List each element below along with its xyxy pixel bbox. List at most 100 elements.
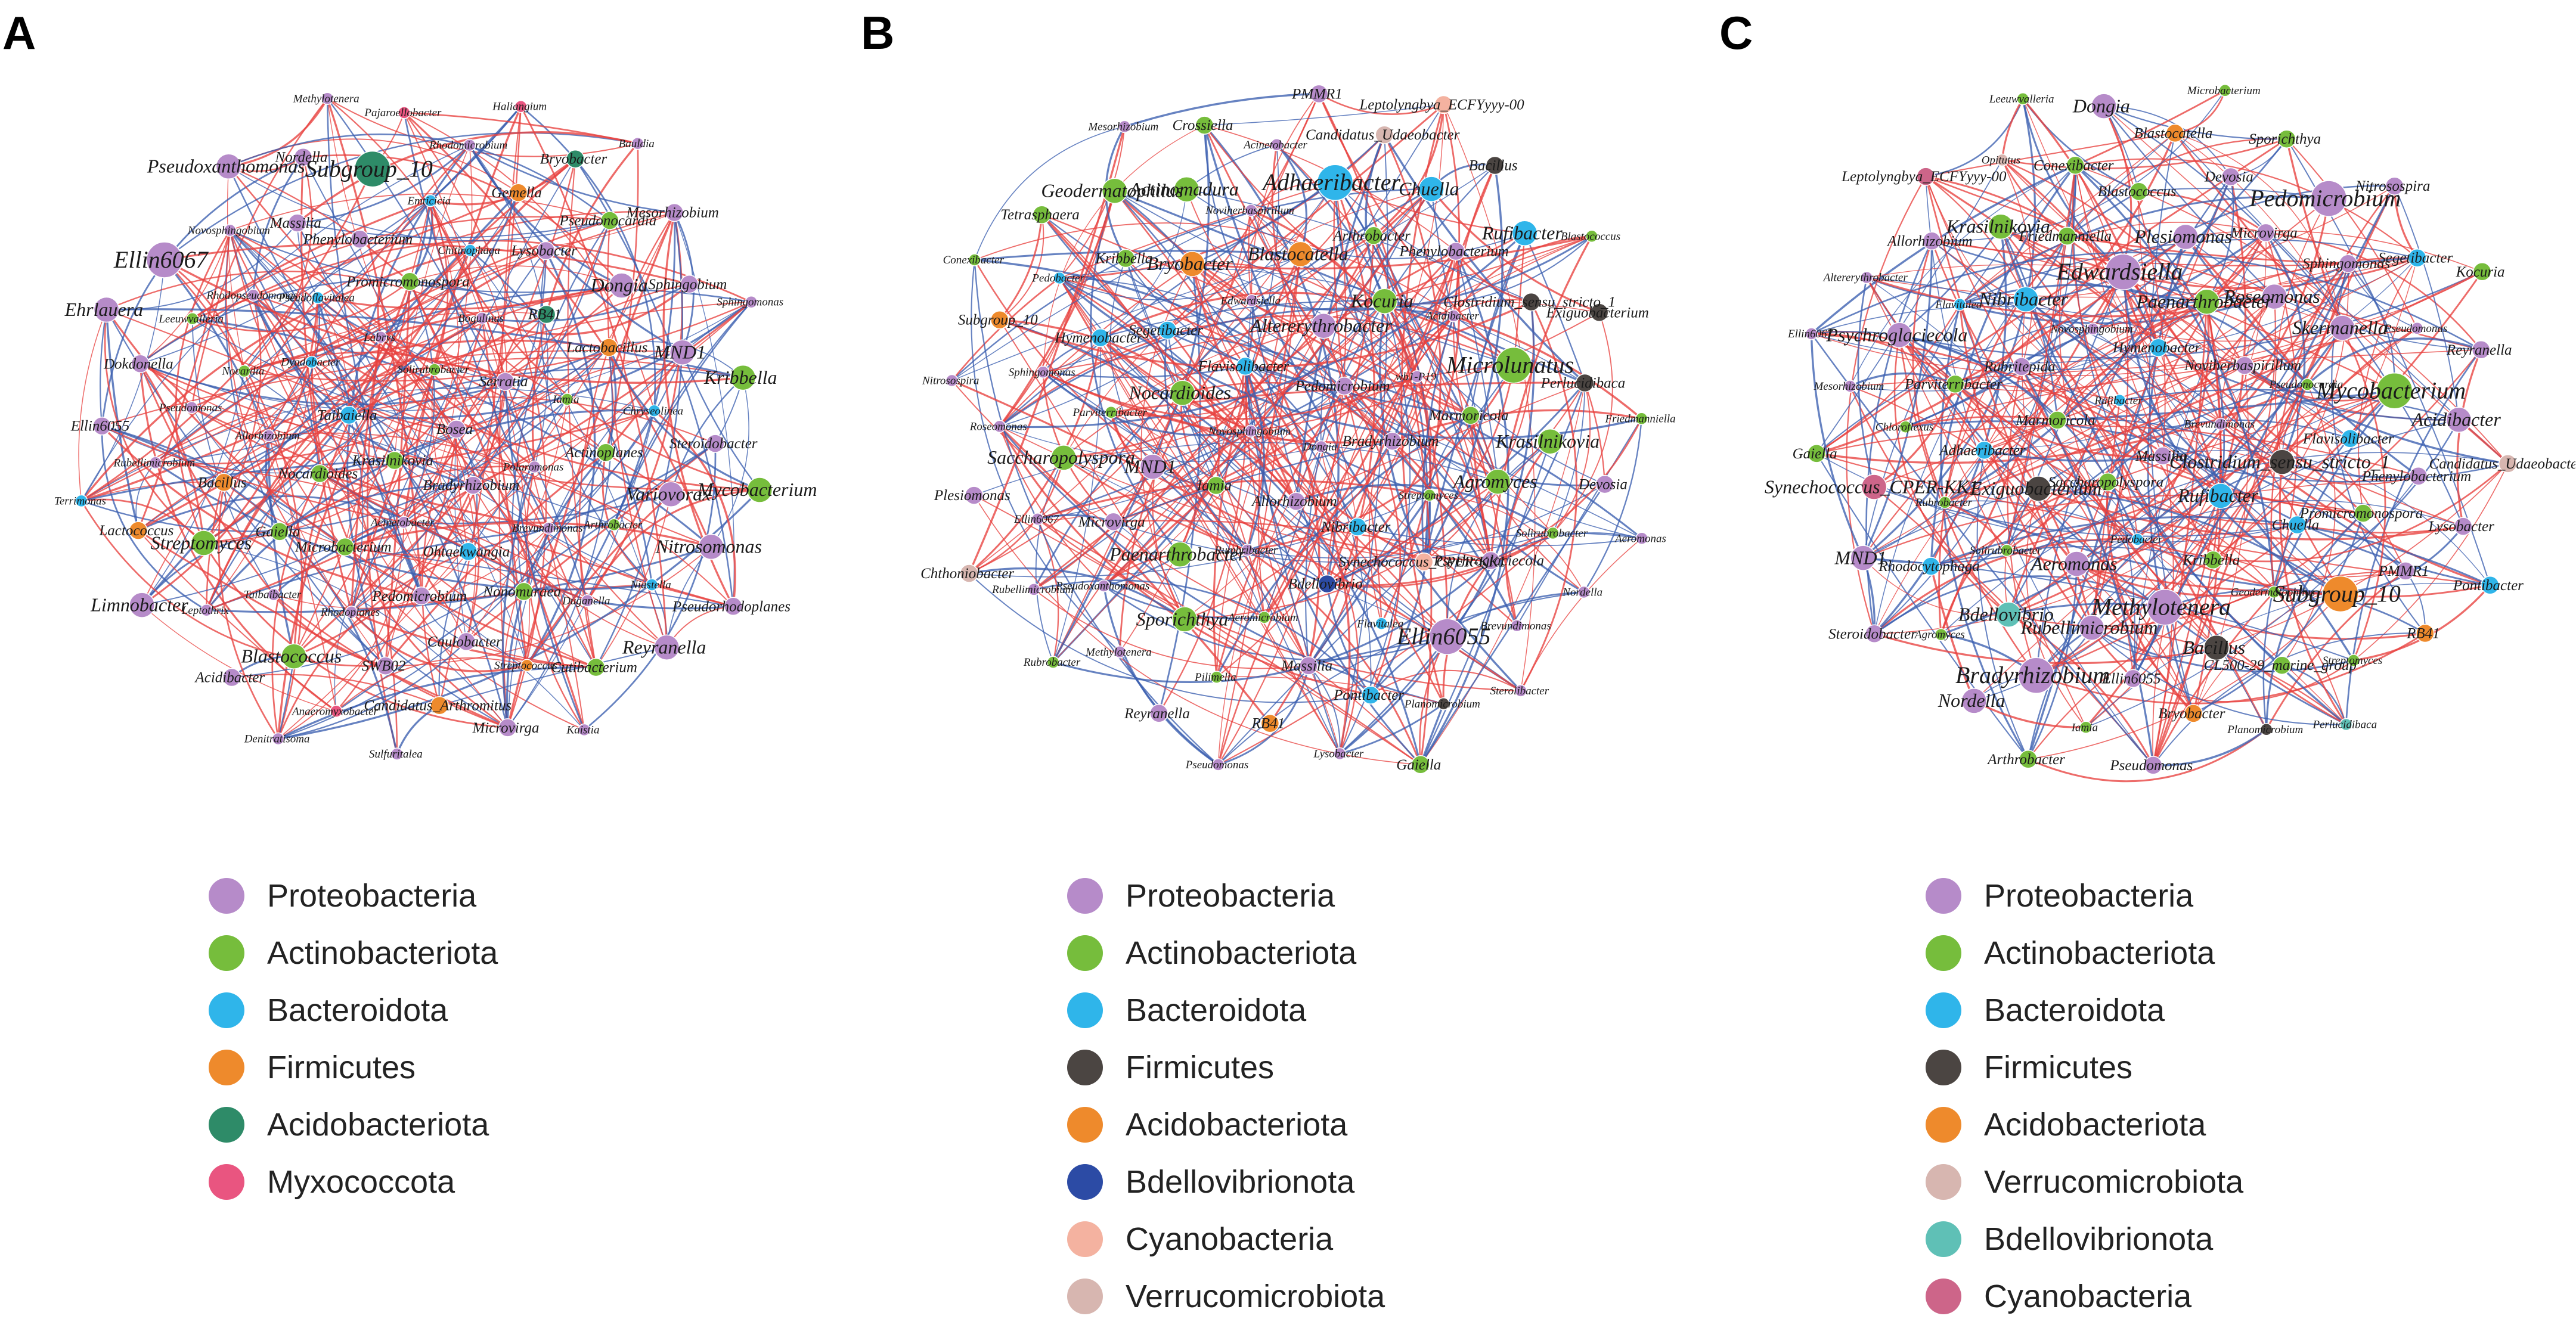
- taxon-node: [385, 451, 404, 470]
- negative-edge: [438, 466, 535, 706]
- negative-edge: [1944, 176, 2232, 504]
- positive-edge: [1184, 440, 1393, 620]
- node-label: Mesorhizobium: [1087, 121, 1158, 134]
- negative-edge: [2244, 364, 2508, 465]
- taxon-node: [1310, 312, 1337, 339]
- negative-edge: [1103, 585, 1448, 661]
- legend-item: Verrucomicrobiota: [1067, 1268, 1385, 1325]
- taxon-node: [1195, 116, 1214, 135]
- negative-edge: [1186, 188, 1525, 259]
- positive-edge: [106, 309, 597, 669]
- taxon-node: [1995, 153, 2009, 167]
- taxon-node: [288, 213, 307, 232]
- positive-edge: [2220, 423, 2419, 485]
- taxon-node: [1139, 454, 1166, 480]
- node-label: Leptolyngbya_ECFYyyy-00: [1359, 97, 1524, 113]
- negative-edge: [2085, 476, 2419, 728]
- positive-edge: [2008, 513, 2364, 627]
- negative-edge: [1419, 441, 1551, 765]
- node-label: PMMR1: [2378, 563, 2429, 579]
- node-label: Ellin6067: [113, 246, 209, 273]
- taxon-node: [1244, 204, 1258, 217]
- negative-edge: [2027, 563, 2078, 760]
- node-label: Lactococcus: [98, 523, 173, 539]
- negative-edge: [348, 192, 519, 416]
- positive-edge: [2107, 481, 2406, 578]
- positive-edge: [2001, 159, 2124, 273]
- positive-edge: [2075, 89, 2225, 166]
- node-label: Dongia: [2072, 95, 2130, 116]
- taxon-node: [1173, 176, 1200, 203]
- negative-edge: [277, 666, 596, 740]
- node-label: Bacillus: [198, 474, 247, 491]
- negative-edge: [1320, 446, 1372, 696]
- negative-edge: [2038, 488, 2341, 595]
- node-label: Duganella: [562, 595, 610, 607]
- node-label: Subgroup_10: [305, 155, 433, 182]
- taxon-node: [1995, 601, 2022, 628]
- positive-edge: [140, 230, 231, 364]
- node-label: Mesorhizobium: [626, 205, 719, 221]
- node-label: Parviterribacter: [1904, 376, 2002, 392]
- taxon-node: [1053, 271, 1066, 285]
- positive-edge: [2152, 301, 2222, 766]
- node-label: Altererythrobacter: [1822, 272, 1908, 284]
- node-label: Tetrasphaera: [1000, 207, 1079, 223]
- node-label: Ellin6055: [1396, 623, 1491, 650]
- negative-edge: [1276, 144, 1307, 255]
- positive-edge: [999, 319, 1297, 502]
- taxon-node: [1575, 373, 1595, 393]
- taxon-node: [965, 486, 984, 505]
- positive-edge: [277, 158, 576, 739]
- taxon-node: [520, 659, 534, 672]
- negative-edge: [326, 98, 422, 597]
- positive-edge: [1037, 518, 1421, 765]
- negative-edge: [969, 567, 1186, 620]
- node-label: Lysobacter: [1313, 748, 1363, 761]
- taxon-node: [990, 310, 1009, 330]
- positive-edge: [206, 297, 318, 610]
- node-label: Promicromonospora: [346, 274, 469, 290]
- positive-edge: [80, 249, 471, 502]
- taxon-node: [2153, 446, 2172, 466]
- positive-edge: [472, 410, 655, 486]
- legend-label: Proteobacteria: [1984, 878, 2194, 914]
- taxon-node: [1585, 229, 1598, 243]
- legend-label: Acidobacteriota: [1984, 1107, 2206, 1143]
- negative-edge: [971, 259, 1121, 653]
- positive-edge: [350, 337, 382, 612]
- negative-edge: [224, 317, 483, 483]
- taxon-node: [1577, 585, 1591, 599]
- taxon-node: [730, 364, 757, 391]
- node-label: Parviterribacter: [1072, 407, 1148, 419]
- positive-edge: [1217, 315, 1455, 765]
- taxon-node: [1116, 249, 1136, 268]
- taxon-node: [2063, 551, 2090, 577]
- legend-item: Cyanobacteria: [1926, 1268, 2243, 1325]
- positive-edge: [164, 242, 690, 286]
- legend-item: Myxococcota: [209, 1153, 498, 1211]
- taxon-node: [2410, 322, 2424, 335]
- negative-edge: [1320, 188, 1432, 447]
- node-label: Candidatus_Arthromitus: [364, 698, 512, 714]
- taxon-node: [1514, 684, 1527, 697]
- panel-letter: A: [2, 7, 36, 59]
- node-label: Sphingobium: [648, 277, 727, 293]
- taxon-node: [945, 374, 959, 387]
- taxon-node: [1974, 440, 1994, 460]
- node-label: Microbacterium: [2187, 85, 2261, 97]
- legend-label: Myxococcota: [267, 1164, 455, 1200]
- negative-edge: [584, 443, 717, 731]
- node-label: Sphingomonas: [717, 296, 783, 309]
- negative-edge: [140, 363, 615, 526]
- node-label: Subgroup_10: [958, 312, 1038, 328]
- positive-edge: [1041, 214, 1471, 416]
- negative-edge: [1192, 134, 1385, 265]
- taxon-node: [2310, 180, 2348, 217]
- negative-edge: [231, 410, 655, 678]
- negative-edge: [1114, 190, 1514, 366]
- taxon-node: [345, 606, 358, 619]
- taxon-node: [2256, 223, 2276, 243]
- node-label: Friedmanniella: [1604, 412, 1675, 425]
